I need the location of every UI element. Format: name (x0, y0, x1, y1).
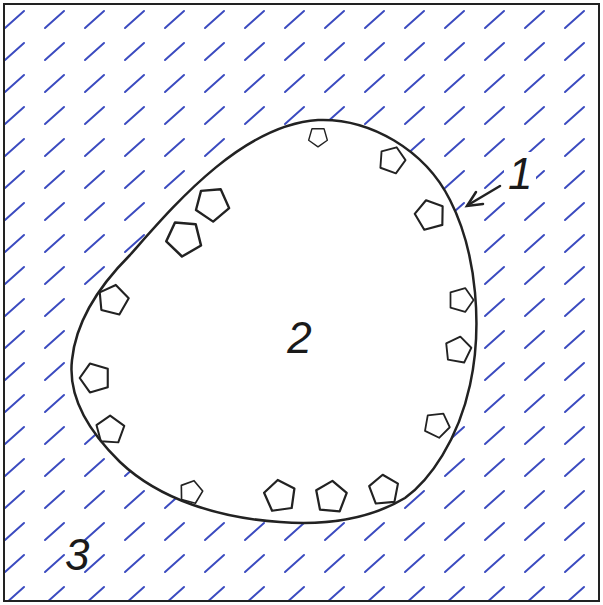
arrow-head (467, 192, 483, 206)
granule (451, 288, 474, 312)
ground-frame: 32 (3, 3, 600, 602)
granule (424, 411, 452, 439)
region-number: 3 (65, 533, 89, 577)
membrane-line (71, 119, 476, 522)
granule (189, 181, 234, 226)
cell-outline: 2 (68, 117, 484, 529)
region-number: 2 (287, 316, 311, 360)
cell-membrane (68, 117, 484, 529)
granule (92, 412, 126, 447)
leader-line (468, 186, 500, 205)
leader-arrow (467, 186, 500, 206)
granule-illustration (80, 129, 474, 512)
granule (160, 214, 206, 260)
granule (368, 473, 399, 503)
callout-number: 1 (504, 152, 536, 196)
granule (443, 334, 472, 363)
granule (315, 480, 348, 512)
cell-interior (71, 120, 476, 523)
hatching (5, 5, 598, 600)
granule (412, 196, 447, 231)
granule (309, 129, 328, 147)
granule (93, 280, 132, 319)
granule (80, 364, 108, 393)
granule (263, 478, 297, 512)
